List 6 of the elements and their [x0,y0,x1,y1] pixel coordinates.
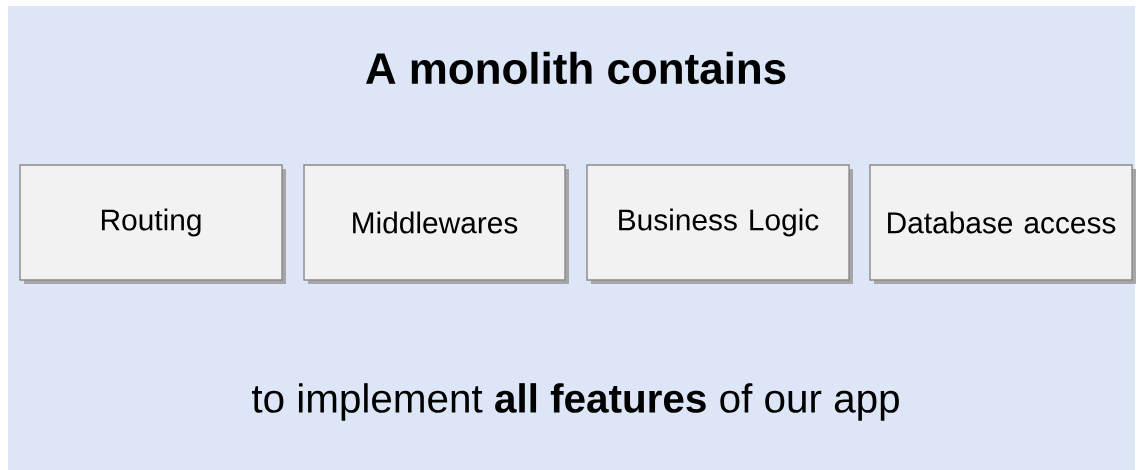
process-box: Routing [19,164,286,284]
process-box: Middlewares [303,164,569,284]
process-box: Database access [869,164,1136,284]
process-box: Business Logic [586,164,853,284]
title: A monolith contains [366,51,786,85]
caption-text: to implement all features of our app [252,383,899,421]
